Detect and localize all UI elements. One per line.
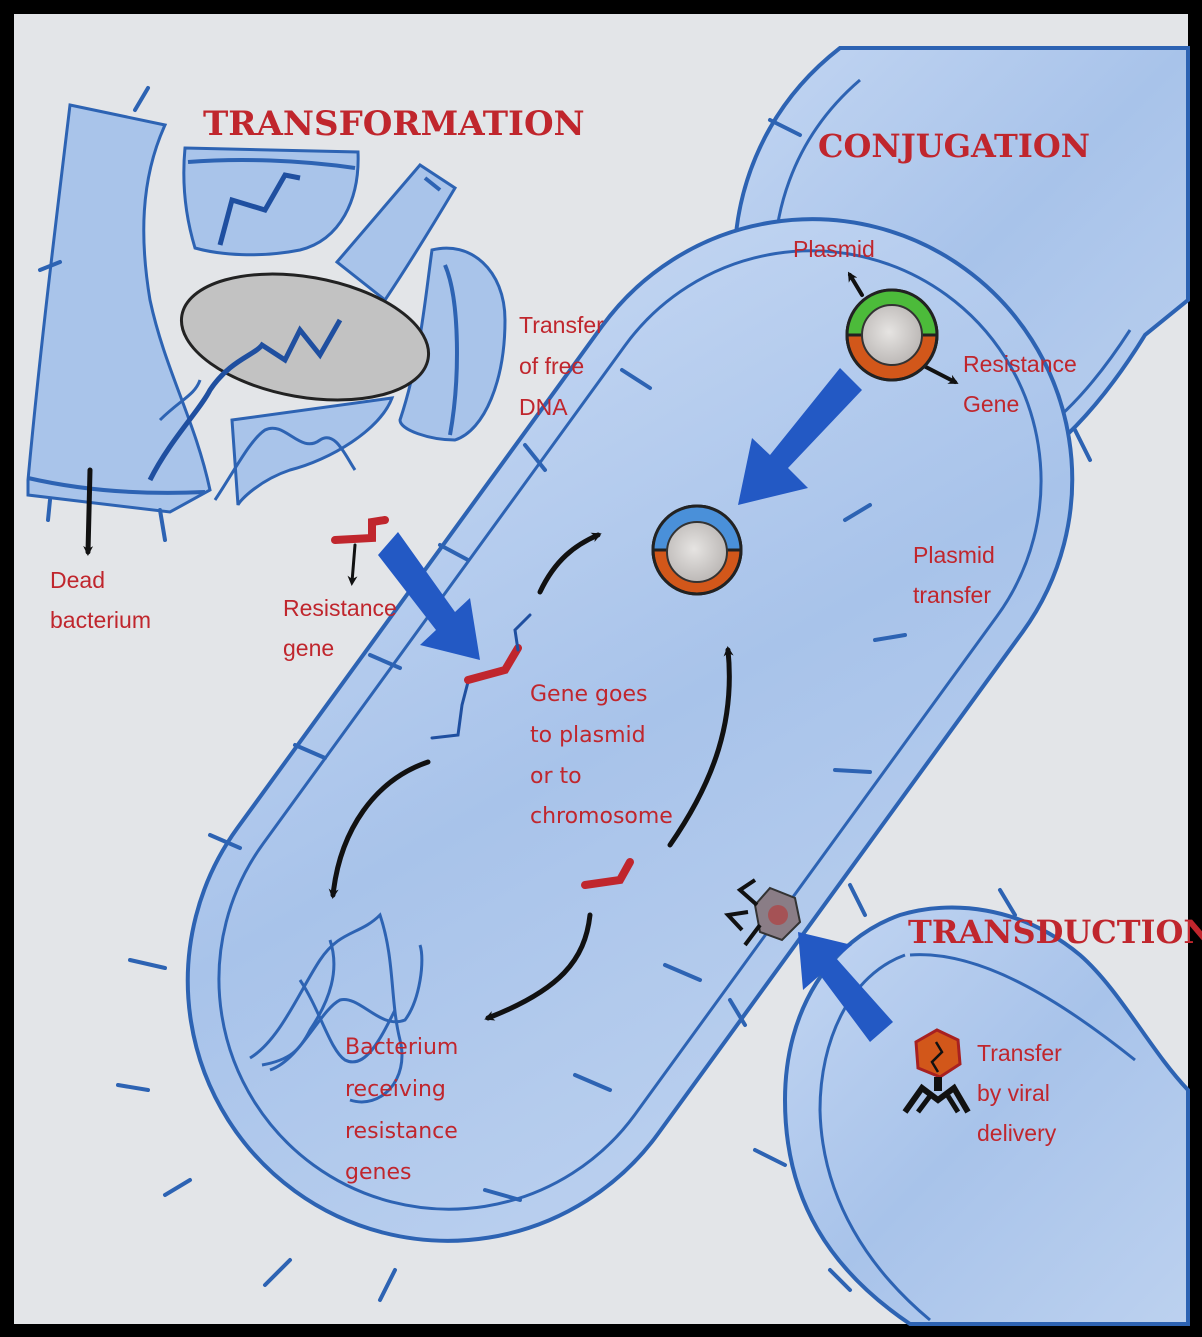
label-gene-goes-line2: to plasmid <box>530 723 646 748</box>
label-resistance-gene-line2: gene <box>283 635 334 661</box>
title-conjugation: CONJUGATION <box>818 127 1090 165</box>
recipient-plasmid <box>653 506 741 594</box>
donor-plasmid <box>847 290 937 380</box>
label-bacterium-receiving-line2: receiving <box>345 1077 446 1102</box>
label-resistance-gene-conjugation-line1: Resistance <box>963 351 1077 377</box>
label-resistance-gene-conjugation-line2: Gene <box>963 391 1019 417</box>
label-dead-bacterium-line2: bacterium <box>50 607 151 633</box>
label-bacterium-receiving-line1: Bacterium <box>345 1035 458 1060</box>
label-plasmid-transfer-line2: transfer <box>913 582 991 608</box>
label-bacterium-receiving-line3: resistance <box>345 1119 458 1144</box>
label-viral-delivery-line2: by viral <box>977 1080 1050 1106</box>
label-dead-bacterium-line1: Dead <box>50 567 105 593</box>
label-transfer-free-dna-line1: Transfer <box>519 312 604 338</box>
label-plasmid: Plasmid <box>793 236 875 262</box>
label-gene-goes-line4: chromosome <box>530 804 673 829</box>
title-transduction: TRANSDUCTION <box>908 913 1202 951</box>
label-plasmid-transfer-line1: Plasmid <box>913 542 995 568</box>
label-gene-goes-line1: Gene goes <box>530 682 647 707</box>
label-viral-delivery: Transfer by viral delivery <box>977 1040 1068 1146</box>
label-resistance-gene-line1: Resistance <box>283 595 397 621</box>
title-transformation: TRANSFORMATION <box>203 104 585 144</box>
label-bacterium-receiving-line4: genes <box>345 1160 411 1185</box>
label-transfer-free-dna-line2: of free <box>519 353 584 379</box>
label-gene-goes-line3: or to <box>530 764 582 789</box>
label-transfer-free-dna-line3: DNA <box>519 394 568 420</box>
label-viral-delivery-line1: Transfer <box>977 1040 1062 1066</box>
label-viral-delivery-line3: delivery <box>977 1120 1057 1146</box>
